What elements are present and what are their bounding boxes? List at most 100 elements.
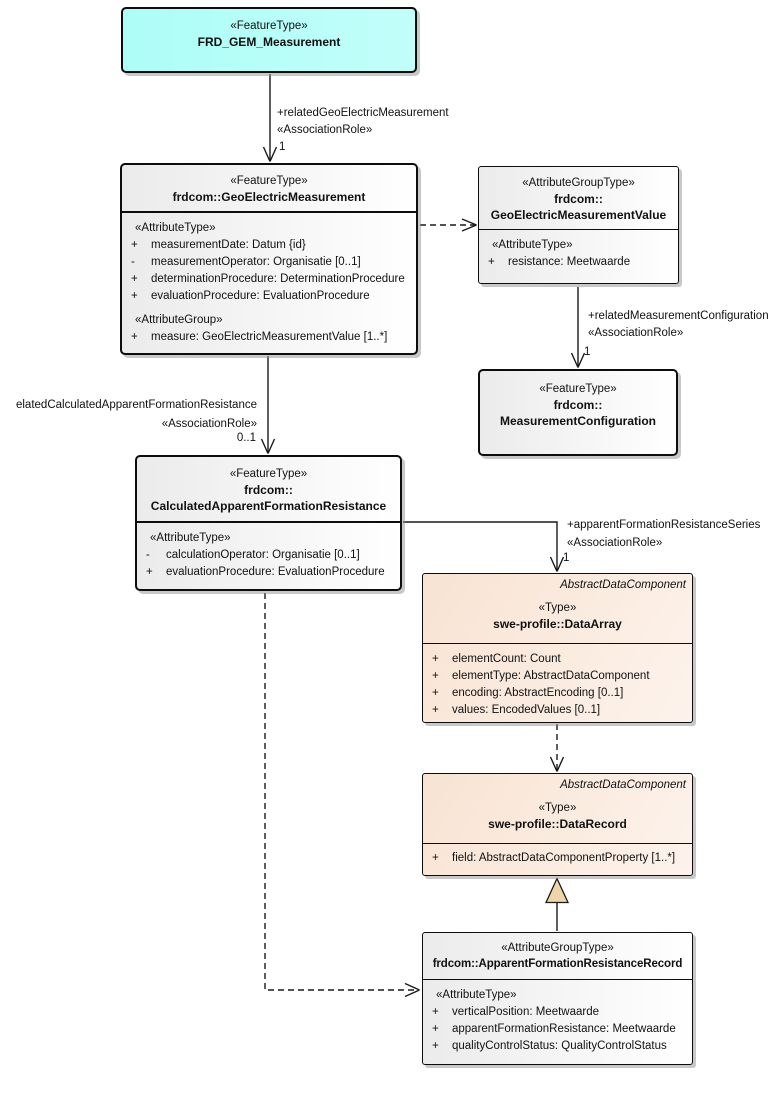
class-name: frdcom::GeoElectricMeasurement <box>172 190 366 204</box>
arrowhead-open-right <box>404 982 420 998</box>
attribute-row: + evaluationProcedure: EvaluationProcedu… <box>137 564 400 581</box>
attribute-text: resistance: Meetwaarde <box>508 256 631 268</box>
stereotype-label: «FeatureType» <box>230 20 308 32</box>
attribute-row: - calculationOperator: Organisatie [0..1… <box>137 547 400 564</box>
attribute-type-label: «AttributeType» <box>150 532 231 544</box>
attribute-text: values: EncodedValues [0..1] <box>452 704 601 716</box>
arrowhead-open-down <box>549 756 565 772</box>
parent-class-name: AbstractDataComponent <box>560 779 686 791</box>
arrowhead-open-down <box>260 438 276 454</box>
stereotype-label: «Type» <box>538 802 577 814</box>
attribute-type-label: «AttributeType» <box>436 989 517 1001</box>
role-stereotype: «AssociationRole» <box>567 537 663 549</box>
visibility: + <box>131 331 138 343</box>
role-stereotype: «AssociationRole» <box>161 418 257 430</box>
attribute-text: field: AbstractDataComponentProperty [1.… <box>452 852 676 864</box>
attribute-row: + verticalPosition: Meetwaarde <box>423 1004 692 1021</box>
stereotype-label: «AttributeGroupType» <box>522 177 635 189</box>
visibility: + <box>146 566 153 578</box>
class-name-line1: frdcom:: <box>554 192 603 206</box>
multiplicity-label: 1 <box>584 346 591 358</box>
role-name: +apparentFormationResistanceSeries <box>567 519 761 531</box>
attribute-text: calculationOperator: Organisatie [0..1] <box>166 549 360 561</box>
attribute-text: elementCount: Count <box>452 653 561 665</box>
visibility: + <box>131 273 138 285</box>
visibility: + <box>131 239 138 251</box>
visibility: - <box>131 256 135 268</box>
attribute-text: determinationProcedure: DeterminationPro… <box>151 273 405 285</box>
attribute-row: + resistance: Meetwaarde <box>479 254 678 271</box>
class-name: swe-profile::DataRecord <box>488 817 627 831</box>
visibility: + <box>432 852 439 864</box>
visibility: + <box>131 290 138 302</box>
attribute-text: encoding: AbstractEncoding [0..1] <box>452 687 624 699</box>
attribute-row: + qualityControlStatus: QualityControlSt… <box>423 1038 692 1055</box>
stereotype-label: «AttributeGroupType» <box>501 942 614 954</box>
connector-label-related-mc: +relatedMeasurementConfiguration «Associ… <box>588 308 769 342</box>
stereotype-label: «Type» <box>538 602 577 614</box>
class-name: FRD_GEM_Measurement <box>197 35 341 49</box>
multiplicity-label: 0..1 <box>236 432 256 444</box>
attribute-row: + measure: GeoElectricMeasurementValue [… <box>122 329 416 346</box>
attribute-row: + field: AbstractDataComponentProperty [… <box>423 850 692 867</box>
visibility: + <box>432 704 439 716</box>
arrowhead-open-down <box>262 146 278 162</box>
class-name-line1: frdcom:: <box>244 483 293 497</box>
attribute-group-label: «AttributeGroup» <box>135 314 223 326</box>
visibility: + <box>488 256 495 268</box>
class-name-line1: frdcom:: <box>553 398 603 412</box>
uml-class-calculated-apparent-formation-resistance: «FeatureType» frdcom:: CalculatedApparen… <box>135 455 402 591</box>
role-stereotype: «AssociationRole» <box>277 124 373 136</box>
attribute-text: evaluationProcedure: EvaluationProcedure <box>151 290 370 302</box>
stereotype-label: «FeatureType» <box>230 175 308 187</box>
attribute-row: + elementCount: Count <box>423 651 692 668</box>
attribute-row: + measurementDate: Datum {id} <box>122 237 416 254</box>
dependency-cafr-to-afrr <box>264 593 418 991</box>
role-stereotype: «AssociationRole» <box>588 327 684 339</box>
attribute-row: + elementType: AbstractDataComponent <box>423 668 692 685</box>
generalization-triangle <box>544 876 570 904</box>
attribute-row: + values: EncodedValues [0..1] <box>423 702 692 719</box>
multiplicity-label: 1 <box>563 552 570 564</box>
attribute-text: qualityControlStatus: QualityControlStat… <box>452 1040 667 1052</box>
attribute-row: + apparentFormationResistance: Meetwaard… <box>423 1021 692 1038</box>
stereotype-label: «FeatureType» <box>539 383 617 395</box>
visibility: + <box>432 653 439 665</box>
attribute-text: measurementOperator: Organisatie [0..1] <box>151 256 361 268</box>
attribute-type-label: «AttributeType» <box>492 239 573 251</box>
attribute-row: + evaluationProcedure: EvaluationProcedu… <box>122 288 416 305</box>
association-afr-series <box>403 521 558 571</box>
uml-class-geo-electric-measurement: «FeatureType» frdcom::GeoElectricMeasure… <box>120 163 418 355</box>
attribute-row: - measurementOperator: Organisatie [0..1… <box>122 254 416 271</box>
visibility: + <box>432 687 439 699</box>
uml-class-frd-gem-measurement: «FeatureType» FRD_GEM_Measurement <box>121 7 417 73</box>
connector-label-related-gem: +relatedGeoElectricMeasurement «Associat… <box>277 105 449 139</box>
arrowhead-open-right <box>461 218 477 232</box>
uml-class-geo-electric-measurement-value: «AttributeGroupType» frdcom:: GeoElectri… <box>478 166 679 284</box>
attribute-text: measurementDate: Datum {id} <box>151 239 306 251</box>
connector-label-related-cafr: elatedCalculatedApparentFormationResista… <box>0 396 257 434</box>
uml-class-measurement-configuration: «FeatureType» frdcom:: MeasurementConfig… <box>478 369 678 456</box>
stereotype-label: «FeatureType» <box>229 468 308 480</box>
attribute-text: verticalPosition: Meetwaarde <box>452 1006 600 1018</box>
class-name-line2: CalculatedApparentFormationResistance <box>150 499 387 513</box>
visibility: + <box>432 1023 439 1035</box>
class-name-line2: MeasurementConfiguration <box>499 414 656 428</box>
attribute-row: + determinationProcedure: DeterminationP… <box>122 271 416 288</box>
arrowhead-open-down <box>570 352 586 368</box>
class-name: swe-profile::DataArray <box>493 617 622 631</box>
uml-class-data-record: AbstractDataComponent «Type» swe-profile… <box>422 773 693 876</box>
visibility: - <box>146 549 150 561</box>
attribute-text: measure: GeoElectricMeasurementValue [1.… <box>151 331 388 343</box>
visibility: + <box>432 1006 439 1018</box>
attribute-text: apparentFormationResistance: Meetwaarde <box>452 1023 676 1035</box>
attribute-row: + encoding: AbstractEncoding [0..1] <box>423 685 692 702</box>
uml-class-apparent-formation-resistance-record: «AttributeGroupType» frdcom::ApparentFor… <box>422 932 693 1065</box>
role-name: +relatedGeoElectricMeasurement <box>277 107 449 119</box>
role-name: elatedCalculatedApparentFormationResista… <box>15 399 257 411</box>
attribute-text: evaluationProcedure: EvaluationProcedure <box>166 566 385 578</box>
class-name-line2: GeoElectricMeasurementValue <box>490 208 667 222</box>
visibility: + <box>432 1040 439 1052</box>
multiplicity-label: 1 <box>279 141 286 153</box>
